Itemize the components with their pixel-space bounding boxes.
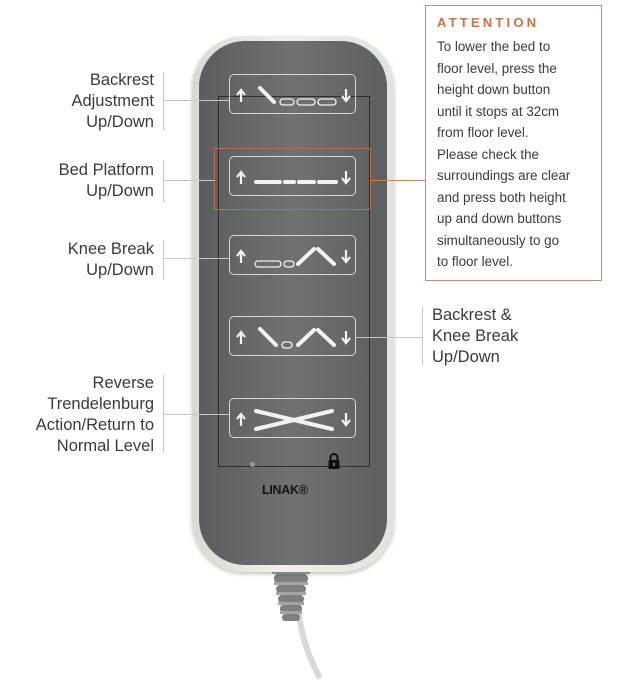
backrest-knee-break-icon — [236, 327, 351, 349]
leader-bed-line — [163, 180, 215, 181]
bed-platform-highlight — [214, 148, 371, 210]
label-backrest: Backrest Adjustment Up/Down — [71, 71, 154, 131]
remote-body — [199, 41, 387, 565]
label-knee-break: Knee Break Up/Down — [67, 240, 154, 279]
knee-break-icon — [236, 247, 351, 268]
backrest-button[interactable] — [229, 74, 356, 114]
label-backrest-knee-break: Backrest & Knee Break Up/Down — [432, 306, 519, 366]
trendelenburg-button[interactable] — [229, 398, 356, 438]
bed-platform-icon — [236, 170, 351, 185]
button-panel-frame — [218, 96, 370, 467]
knee-break-button[interactable] — [229, 235, 356, 275]
status-led — [250, 462, 255, 467]
label-bed-platform: Bed Platform Up/Down — [58, 161, 154, 200]
leader-knee-bar — [163, 240, 164, 280]
leader-knee-line — [163, 258, 229, 259]
attention-body: To lower the bed to floor level, press t… — [437, 39, 571, 269]
trendelenburg-icon — [236, 409, 351, 431]
leader-backrest-knee-line — [356, 337, 422, 338]
attention-title: ATTENTION — [437, 15, 540, 30]
backrest-icon — [236, 86, 351, 106]
backrest-knee-break-button[interactable] — [229, 316, 356, 356]
leader-backrest-knee-bar — [422, 307, 423, 365]
leader-backrest-line — [163, 100, 229, 101]
label-reverse-trendelenburg: Reverse Trendelenburg Action/Return to N… — [35, 374, 154, 455]
attention-box: ATTENTION To lower the bed to floor leve… — [425, 5, 602, 281]
leader-attention-line — [371, 180, 426, 182]
leader-backrest-bar — [163, 72, 164, 130]
padlock-icon[interactable] — [327, 452, 341, 470]
leader-bed-bar — [163, 160, 164, 202]
bed-platform-button[interactable] — [229, 156, 356, 196]
leader-reverse-line — [163, 414, 229, 415]
brand-logo: LINAK® — [262, 483, 308, 497]
